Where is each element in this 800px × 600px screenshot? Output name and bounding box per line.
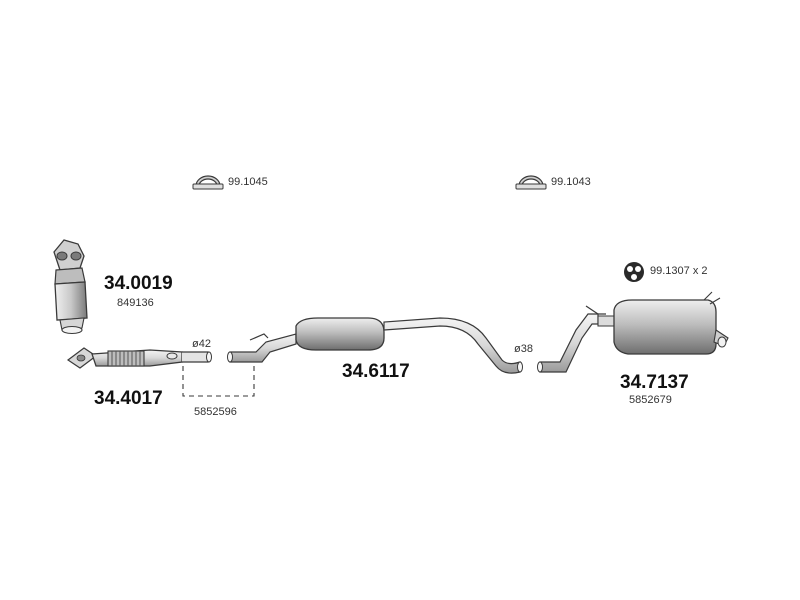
- middle-silencer-number: 34.6117: [342, 361, 410, 382]
- rubber-mount-number: 99.1307 x 2: [650, 265, 708, 277]
- front-pipe-number: 34.4017: [94, 388, 163, 409]
- diameter-rear: ø38: [514, 343, 533, 355]
- rubber-mount-icon: [624, 262, 644, 282]
- front-clamp-number: 99.1045: [228, 176, 268, 188]
- front-pipe-part: [66, 347, 212, 369]
- catalyst-oem: 849136: [117, 297, 154, 309]
- repair-pipe-outline: [182, 366, 255, 397]
- middle-silencer-part: [227, 317, 523, 374]
- clamp-icon-rear: [515, 175, 547, 190]
- rear-clamp-number: 99.1043: [551, 176, 591, 188]
- clamp-icon-front: [192, 175, 224, 190]
- rear-silencer-part: [537, 291, 729, 373]
- repair-pipe-oem: 5852596: [194, 406, 237, 418]
- catalyst-number: 34.0019: [104, 273, 173, 294]
- catalyst-part: [53, 239, 88, 335]
- diameter-front: ø42: [192, 338, 211, 350]
- rear-silencer-oem: 5852679: [629, 394, 672, 406]
- rear-silencer-number: 34.7137: [620, 372, 689, 393]
